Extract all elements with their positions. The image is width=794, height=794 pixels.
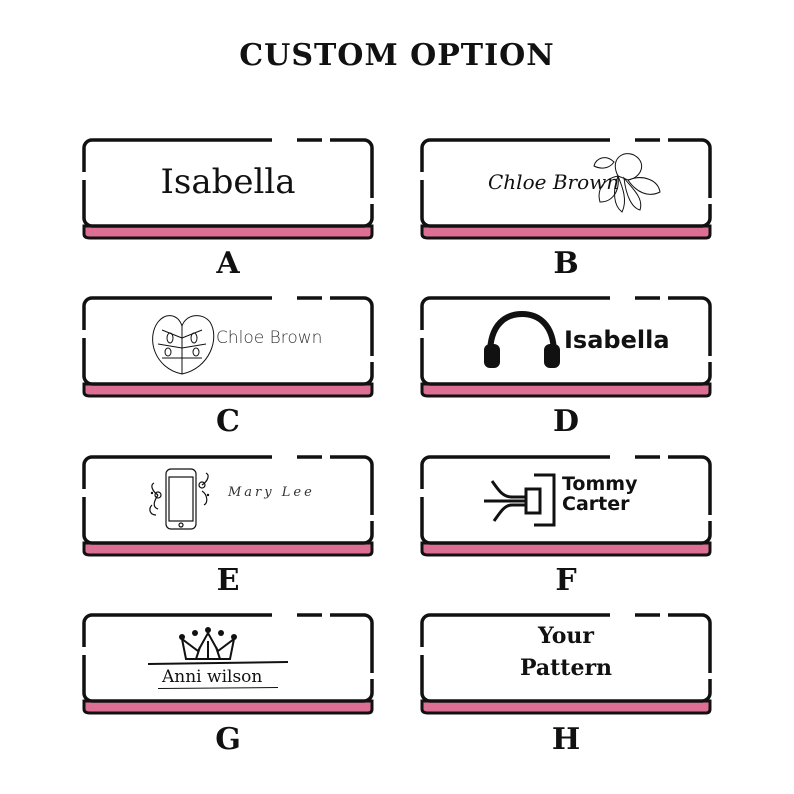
phone-with-flowers-icon — [149, 468, 210, 530]
option-card-a[interactable]: Isabella — [82, 138, 374, 238]
crown-icon — [148, 627, 288, 665]
option-letter-d: D — [552, 404, 579, 439]
option-f-name-line2: Carter — [562, 493, 630, 515]
monstera-leaf-icon — [152, 315, 215, 375]
option-card-d[interactable]: Isabella — [420, 296, 712, 396]
option-letter-h: H — [551, 722, 581, 757]
option-card-g[interactable]: Anni wilson — [82, 613, 374, 713]
option-c-name: Chloe Brown — [216, 328, 323, 348]
option-card-b[interactable]: Chloe Brown — [420, 138, 712, 238]
option-h-line1: Your — [537, 623, 595, 649]
option-letter-b: B — [553, 246, 579, 281]
option-h-line2: Pattern — [519, 655, 613, 681]
option-d-name: Isabella — [564, 326, 670, 354]
option-letter-e: E — [216, 563, 240, 598]
option-a-name: Isabella — [160, 162, 296, 202]
underline-divider — [158, 687, 278, 689]
option-card-c[interactable]: Chloe Brown — [82, 296, 374, 396]
option-card-h[interactable]: Your Pattern — [420, 613, 712, 713]
magnolia-flower-icon — [593, 153, 661, 213]
option-e-name: Mary Lee — [228, 485, 315, 500]
option-b-name: Chloe Brown — [488, 170, 620, 194]
option-letter-a: A — [216, 246, 240, 281]
option-letter-g: G — [215, 722, 241, 757]
headphones-icon — [484, 310, 560, 368]
page-title: CUSTOM OPTION — [239, 38, 555, 73]
option-card-f[interactable]: Tommy Carter — [420, 455, 712, 555]
option-letter-c: C — [216, 404, 240, 439]
option-letter-f: F — [555, 563, 577, 598]
plug-icon — [484, 473, 556, 527]
option-f-name-line1: Tommy — [562, 473, 638, 495]
option-g-name: Anni wilson — [162, 667, 263, 687]
option-card-e[interactable]: Mary Lee — [82, 455, 374, 555]
